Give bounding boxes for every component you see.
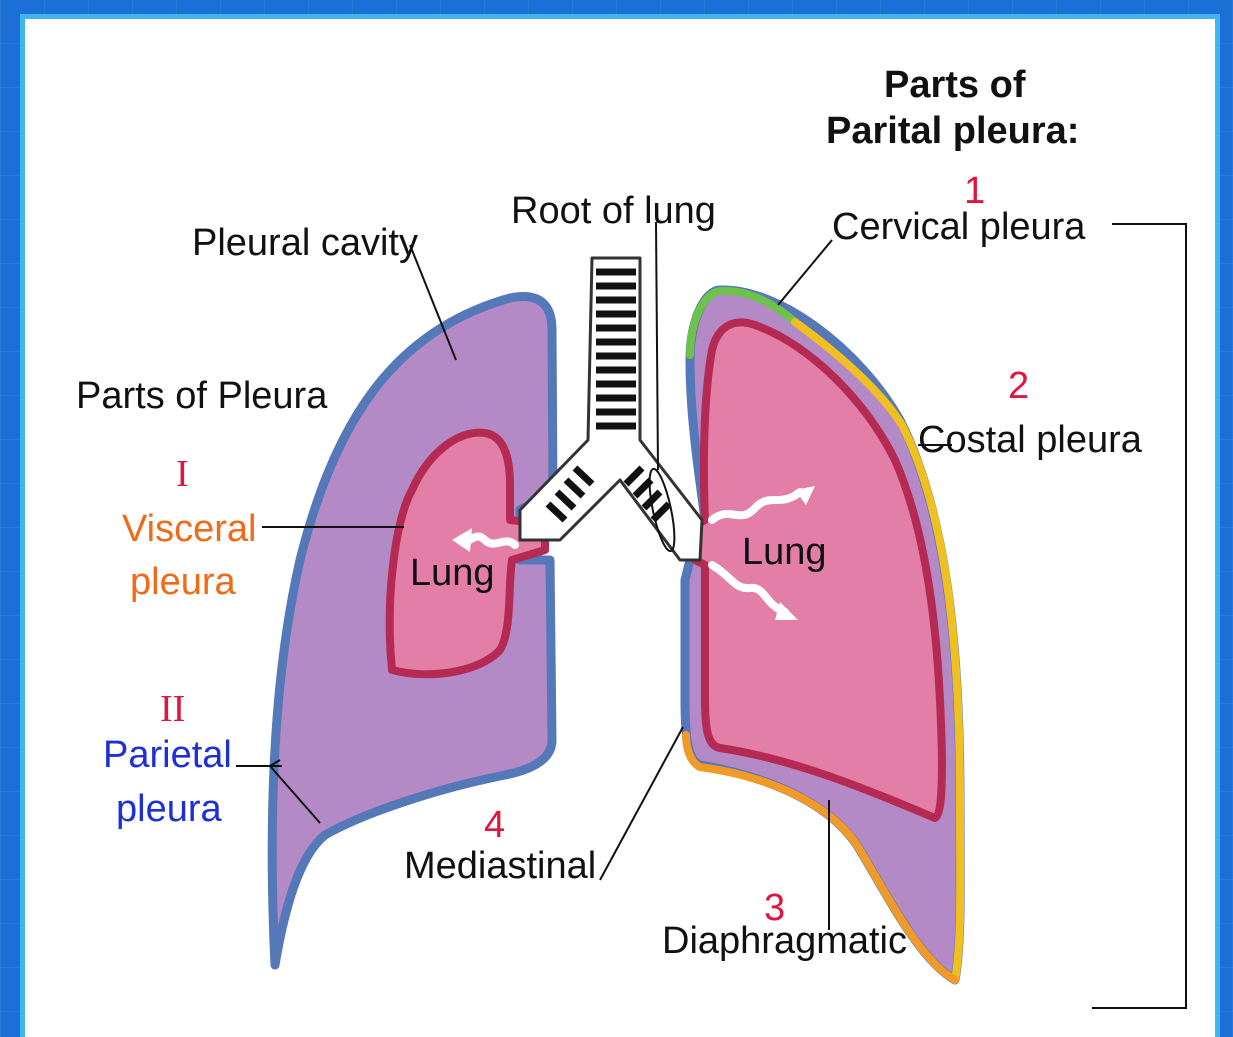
label-pleural-cavity: Pleural cavity (192, 224, 418, 262)
label-left-lung: Lung (410, 554, 495, 592)
label-right-lung: Lung (742, 533, 827, 571)
label-visceral-line1: Visceral (122, 510, 256, 548)
heading-line2: Parital pleura: (826, 112, 1079, 150)
label-mediastinal: Mediastinal (404, 847, 596, 885)
label-cervical-pleura: Cervical pleura (832, 208, 1085, 246)
numeral-visceral: I (176, 455, 189, 493)
heading-line1: Parts of (884, 66, 1025, 104)
label-parietal-line1: Parietal (103, 736, 232, 774)
label-root-of-lung: Root of lung (511, 192, 716, 230)
numeral-parietal: II (160, 690, 185, 728)
label-visceral-line2: pleura (130, 563, 236, 601)
label-diaphragmatic: Diaphragmatic (662, 922, 907, 960)
label-parietal-line2: pleura (116, 790, 222, 828)
label-parts-of-pleura: Parts of Pleura (76, 377, 327, 415)
number-mediastinal: 4 (484, 806, 505, 844)
label-costal-pleura: Costal pleura (918, 421, 1142, 459)
number-costal: 2 (1008, 367, 1029, 405)
number-cervical: 1 (964, 172, 985, 210)
